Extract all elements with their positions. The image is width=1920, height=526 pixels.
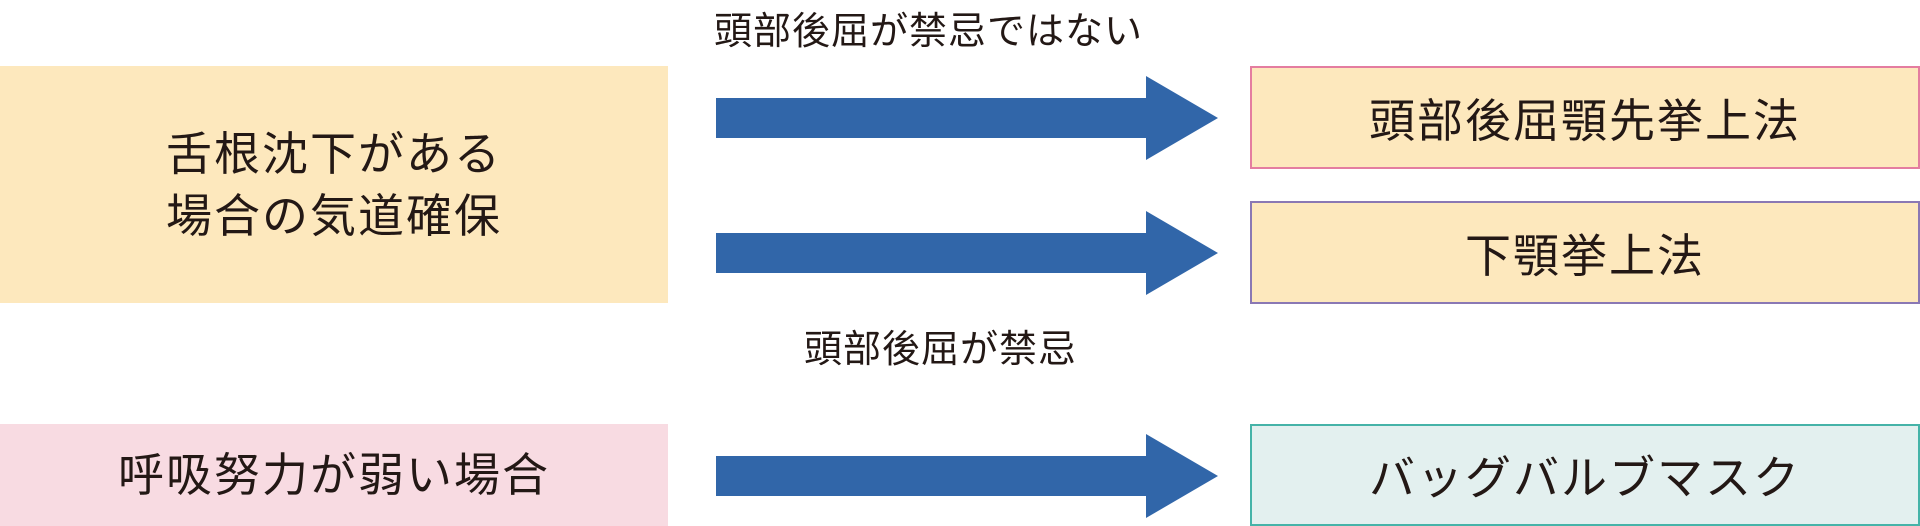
- arrow-3-shape: [716, 434, 1218, 518]
- arrow-to-bag-valve-mask: [716, 434, 1218, 518]
- target-jaw-thrust-label: 下顎挙上法: [1465, 228, 1705, 283]
- arrow-to-head-tilt-chin-lift: [716, 76, 1218, 160]
- target-box-jaw-thrust: 下顎挙上法: [1250, 201, 1920, 304]
- source-box-breathing-label: 呼吸努力が弱い場合: [118, 448, 550, 502]
- target-box-head-tilt-chin-lift: 頭部後屈顎先挙上法: [1250, 66, 1920, 169]
- target-box-bag-valve-mask: バッグバルブマスク: [1250, 424, 1920, 526]
- condition-label-not-contraindicated: 頭部後屈が禁忌ではない: [714, 9, 1144, 53]
- target-head-tilt-label: 頭部後屈顎先挙上法: [1369, 93, 1801, 148]
- source-box-airway-line1: 舌根沈下がある: [166, 126, 502, 181]
- arrow-2-shape: [716, 211, 1218, 295]
- arrow-1-shape: [716, 76, 1218, 160]
- target-bvm-label: バッグバルブマスク: [1369, 451, 1801, 505]
- source-box-airway-management: 舌根沈下がある 場合の気道確保: [0, 66, 668, 303]
- source-box-airway-text: 舌根沈下がある 場合の気道確保: [166, 123, 502, 247]
- source-box-weak-breathing: 呼吸努力が弱い場合: [0, 424, 668, 526]
- source-box-airway-line2: 場合の気道確保: [166, 188, 502, 243]
- arrow-to-jaw-thrust: [716, 211, 1218, 295]
- condition-label-contraindicated: 頭部後屈が禁忌: [804, 327, 1078, 371]
